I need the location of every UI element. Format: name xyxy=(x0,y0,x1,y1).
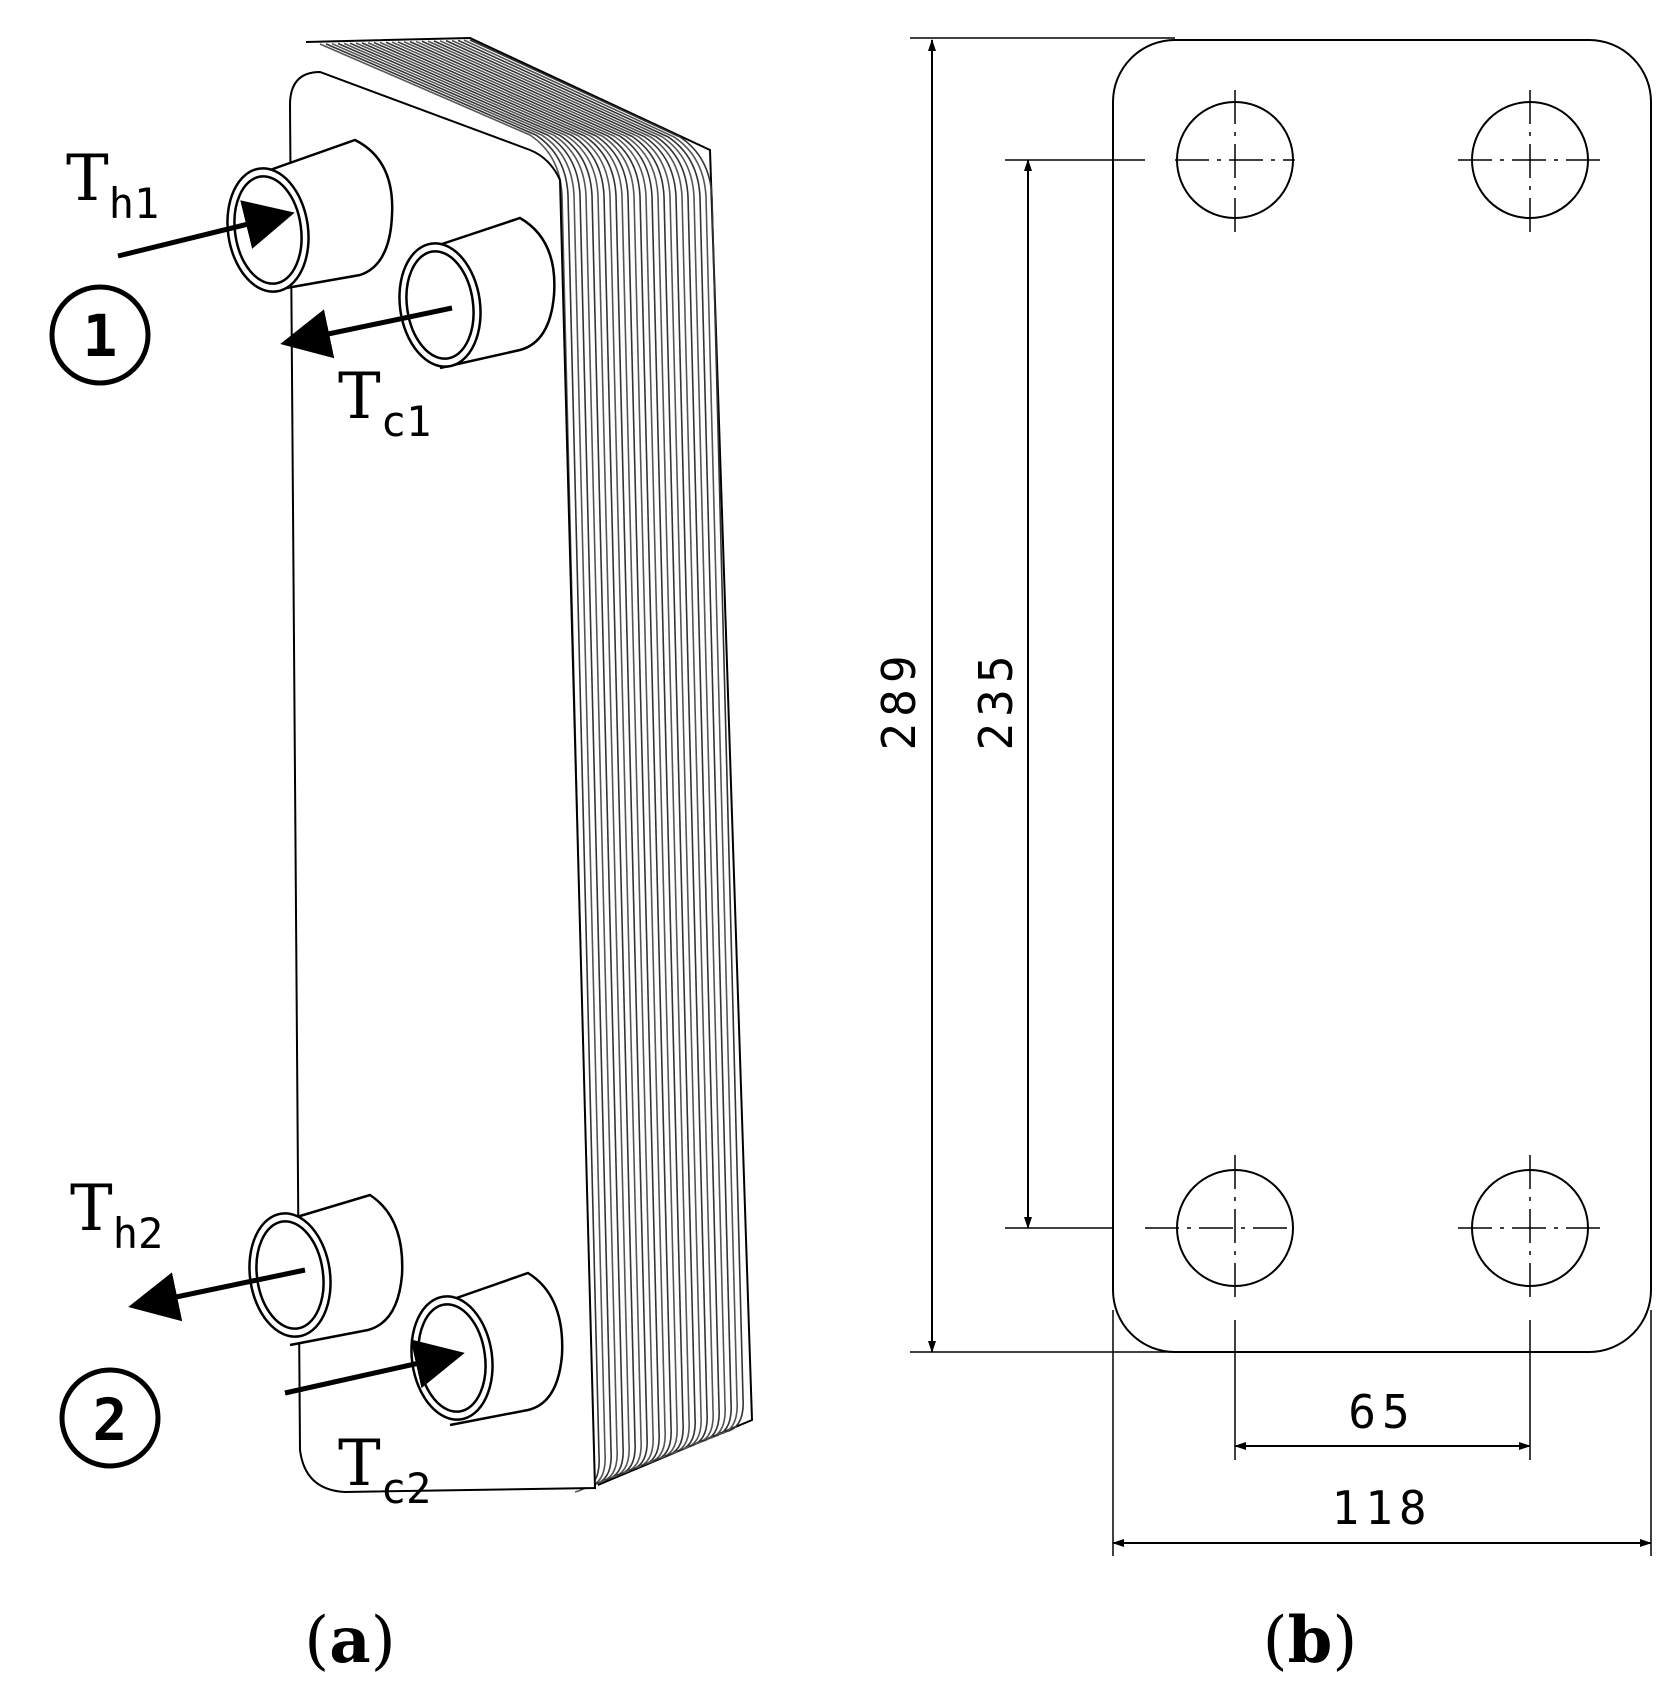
plate-edge-line xyxy=(379,41,654,1469)
label-th1: Th1 xyxy=(66,142,159,228)
dimension-lines xyxy=(928,39,1652,1547)
plate-edge-line xyxy=(469,39,744,1433)
plate-edge-line xyxy=(409,40,684,1457)
port-marker-2: 2 xyxy=(59,1367,161,1469)
plate-edge-line xyxy=(373,41,648,1472)
front-plate xyxy=(288,70,597,1494)
dim-label-235: 235 xyxy=(969,649,1023,750)
plate-edge-line xyxy=(367,41,642,1474)
svg-text:2: 2 xyxy=(93,1386,128,1454)
port-hole-top-right xyxy=(1458,90,1602,232)
label-th2: Th2 xyxy=(70,1172,163,1258)
label-tc1: Tc1 xyxy=(338,360,431,446)
port-hole-top-left xyxy=(1175,90,1295,232)
svg-text:1: 1 xyxy=(83,302,118,370)
plate-edge-line xyxy=(415,40,690,1455)
plate-edge-line xyxy=(349,42,624,1481)
plate-edge-line xyxy=(355,42,630,1479)
plate-edge-line xyxy=(445,39,720,1443)
port-hole-bottom-right xyxy=(1458,1155,1602,1300)
caption-b: (b) xyxy=(1263,1603,1358,1678)
plate-edge-line xyxy=(439,40,714,1445)
panel-a-exchanger-3d: Th1 Tc1 Th2 Tc2 1 2 (a) xyxy=(49,36,754,1678)
arrow-tc1-out xyxy=(280,305,453,359)
arrow-th2-out xyxy=(128,1267,306,1322)
panel-b-plate-drawing: 289 235 65 118 (b) xyxy=(872,37,1652,1678)
port-tube-tc1 xyxy=(398,216,556,370)
arrow-tc2-in xyxy=(284,1339,465,1396)
caption-a: (a) xyxy=(304,1603,395,1678)
plate-edge-line xyxy=(451,39,726,1440)
flow-arrows xyxy=(117,200,465,1396)
plate-edge-line xyxy=(385,41,660,1467)
dim-label-65: 65 xyxy=(1348,1385,1415,1439)
plate-edge-line xyxy=(427,40,702,1450)
plate-edge-line xyxy=(433,40,708,1448)
plate-edge-line xyxy=(421,40,696,1452)
plate-edge-line xyxy=(331,42,606,1488)
arrow-th1-in xyxy=(117,200,295,259)
plate-edge-line xyxy=(361,42,636,1476)
plate-edge-line xyxy=(397,41,672,1462)
plate-edge-line xyxy=(343,42,618,1484)
plate-edge-line xyxy=(403,41,678,1460)
port-tube-th1 xyxy=(226,138,394,293)
dim-label-289: 289 xyxy=(872,649,926,750)
plate-edge-line xyxy=(457,39,732,1438)
plate-outline xyxy=(1112,39,1652,1353)
port-holes xyxy=(1145,90,1602,1300)
plate-edge-line xyxy=(391,41,666,1464)
label-tc2: Tc2 xyxy=(338,1427,431,1513)
port-tube-th2 xyxy=(248,1193,404,1347)
port-marker-1: 1 xyxy=(49,284,151,386)
port-hole-bottom-left xyxy=(1145,1155,1295,1300)
dim-label-118: 118 xyxy=(1331,1481,1432,1535)
plate-edge-line xyxy=(337,42,612,1486)
plate-edge-line xyxy=(463,39,738,1436)
extension-lines xyxy=(910,37,1652,1556)
